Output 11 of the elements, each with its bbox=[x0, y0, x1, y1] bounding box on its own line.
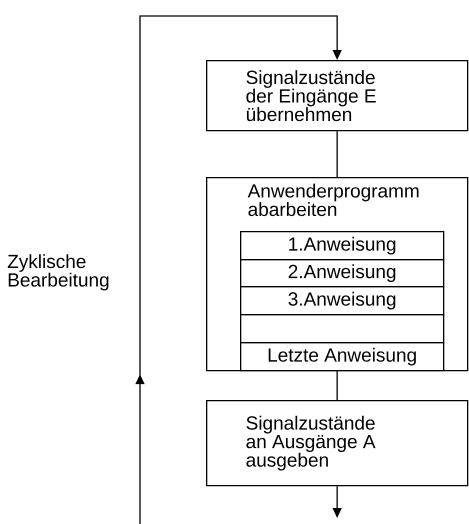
process-box: Signalzustände an Ausgänge A ausgeben bbox=[206, 400, 468, 486]
instruction-cell: 2.Anweisung bbox=[240, 259, 444, 288]
side-label: Zyklische Bearbeitung bbox=[8, 254, 108, 290]
instruction-cell: 3.Anweisung bbox=[240, 286, 444, 316]
arrow bbox=[135, 15, 342, 524]
connector-line bbox=[336, 371, 338, 400]
connector-line bbox=[336, 131, 338, 177]
process-box: Signalzustände der Eingänge E übernehmen bbox=[206, 60, 468, 132]
empty-cell bbox=[240, 314, 444, 344]
instruction-cell: 1.Anweisung bbox=[240, 231, 444, 260]
instruction-cell: Letzte Anweisung bbox=[240, 342, 444, 372]
